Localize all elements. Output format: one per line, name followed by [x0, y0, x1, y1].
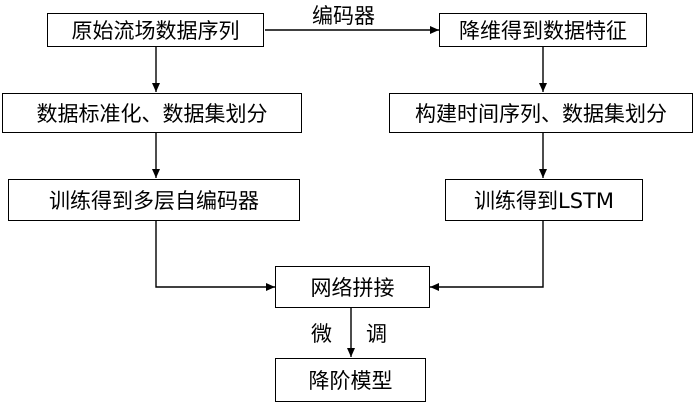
arrow-lstm-to-concat — [430, 220, 544, 291]
node-standardize-split-label: 数据标准化、数据集划分 — [36, 102, 268, 126]
node-train-lstm-label: 训练得到LSTM — [474, 189, 614, 213]
node-network-concat-label: 网络拼接 — [310, 276, 395, 300]
node-raw-sequence-label: 原始流场数据序列 — [71, 19, 240, 43]
node-reduced-model: 降阶模型 — [275, 358, 426, 402]
node-train-autoencoder-label: 训练得到多层自编码器 — [49, 189, 259, 213]
node-raw-sequence: 原始流场数据序列 — [47, 13, 264, 47]
node-train-autoencoder: 训练得到多层自编码器 — [8, 179, 300, 221]
edge-label-finetune-left: 微 — [311, 322, 332, 346]
node-build-series-split: 构建时间序列、数据集划分 — [389, 93, 693, 133]
node-reduced-features: 降维得到数据特征 — [439, 13, 647, 47]
node-reduced-model-label: 降阶模型 — [308, 369, 393, 393]
edge-label-finetune-right: 调 — [366, 322, 387, 346]
edge-label-encoder: 编码器 — [312, 4, 375, 28]
arrow-autoencoder-to-concat — [155, 220, 275, 291]
node-reduced-features-label: 降维得到数据特征 — [459, 19, 627, 43]
node-network-concat: 网络拼接 — [275, 266, 430, 308]
node-train-lstm: 训练得到LSTM — [445, 179, 643, 221]
node-build-series-split-label: 构建时间序列、数据集划分 — [415, 102, 667, 126]
node-standardize-split: 数据标准化、数据集划分 — [2, 93, 302, 133]
